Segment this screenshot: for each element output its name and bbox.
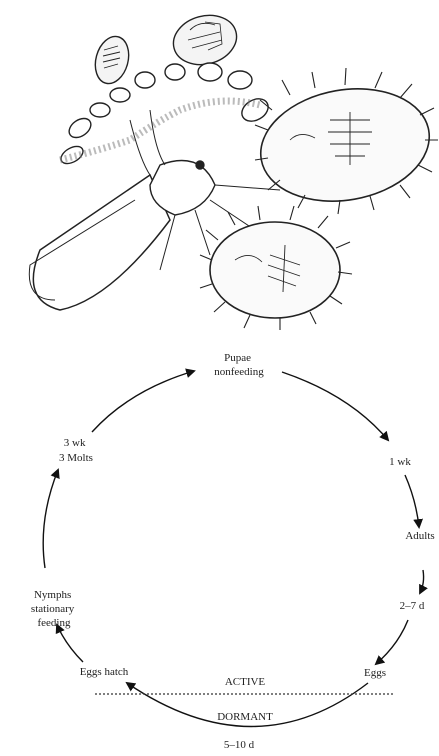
life-cycle-diagram: Pupae nonfeeding 1 wk Adults 2–7 d Eggs … bbox=[0, 330, 439, 756]
eggs-hatch-label: Eggs hatch bbox=[80, 666, 129, 678]
nymphs-label: Nymphs stationary feeding bbox=[31, 589, 77, 629]
large-nymph-drawing bbox=[252, 68, 439, 214]
hatch-time: 5–10 d bbox=[224, 739, 255, 751]
nymph-stage-label: 3 wk 3 Molts bbox=[59, 437, 93, 464]
arrow-1wk-to-adults bbox=[405, 475, 419, 527]
dormant-label: DORMANT bbox=[217, 711, 273, 723]
adults-label: Adults bbox=[405, 530, 434, 542]
nymph-top-drawing bbox=[168, 9, 242, 72]
pupae-to-adults-time: 1 wk bbox=[389, 456, 411, 468]
arrow-adults-to-2-7d bbox=[420, 570, 424, 593]
active-label: ACTIVE bbox=[225, 676, 266, 688]
arrow-3wk-to-pupae bbox=[92, 371, 194, 432]
arrow-pupae-to-1wk bbox=[282, 372, 388, 440]
small-nymph-drawing bbox=[90, 33, 133, 88]
adults-to-eggs-time: 2–7 d bbox=[400, 600, 425, 612]
arrow-nymphs-to-3wk bbox=[43, 470, 58, 568]
nymph-bottom-drawing bbox=[200, 206, 352, 330]
eggs-label: Eggs bbox=[364, 667, 386, 679]
arrow-hatch-to-nymphs bbox=[57, 625, 83, 662]
pupae-label: Pupae nonfeeding bbox=[214, 352, 264, 378]
arrow-2-7d-to-eggs bbox=[376, 620, 408, 664]
life-stages-illustration bbox=[0, 0, 439, 330]
